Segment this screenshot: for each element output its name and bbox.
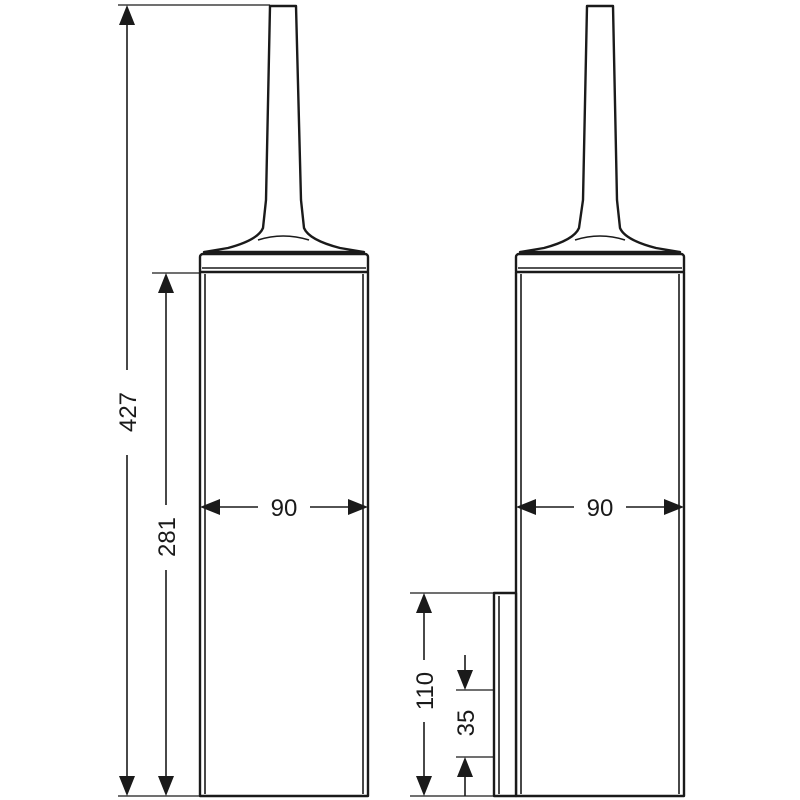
front-brush-handle — [202, 4, 366, 254]
left-width-arrow-left — [200, 499, 220, 515]
bracket-offset-arrow-bottom — [457, 757, 473, 777]
dimension-right-width: 90 — [516, 495, 684, 522]
left-width-arrow-right — [348, 499, 368, 515]
front-handle-collar — [257, 235, 310, 241]
dimension-bracket-offset: 35 — [453, 655, 494, 796]
left-width-label: 90 — [271, 495, 298, 522]
bracket-height-arrow-bottom — [416, 776, 432, 796]
bracket-height-label: 110 — [412, 672, 439, 710]
dimension-bracket-height: 110 — [410, 592, 494, 797]
side-container-body — [514, 270, 686, 798]
container-height-label: 281 — [154, 517, 181, 557]
right-width-arrow-left — [516, 499, 536, 515]
bracket-height-arrow-top — [416, 593, 432, 613]
side-view — [492, 4, 686, 798]
bracket-offset-label: 35 — [453, 710, 480, 737]
right-width-arrow-right — [664, 499, 684, 515]
overall-height-arrow-bottom — [119, 776, 135, 796]
dimension-overall-height: 427 — [115, 4, 270, 797]
bracket-offset-arrow-top — [457, 670, 473, 690]
right-width-label: 90 — [587, 495, 614, 522]
overall-height-arrow-top — [119, 5, 135, 25]
front-view — [198, 4, 370, 798]
dimension-left-width: 90 — [200, 495, 368, 522]
front-container-body — [198, 270, 370, 798]
dimension-container-height: 281 — [152, 272, 200, 796]
container-height-arrow-top — [158, 273, 174, 293]
side-handle-collar — [574, 235, 626, 241]
container-height-arrow-bottom — [158, 776, 174, 796]
side-brush-handle — [518, 4, 682, 254]
overall-height-label: 427 — [115, 392, 142, 432]
wall-bracket — [492, 591, 518, 798]
